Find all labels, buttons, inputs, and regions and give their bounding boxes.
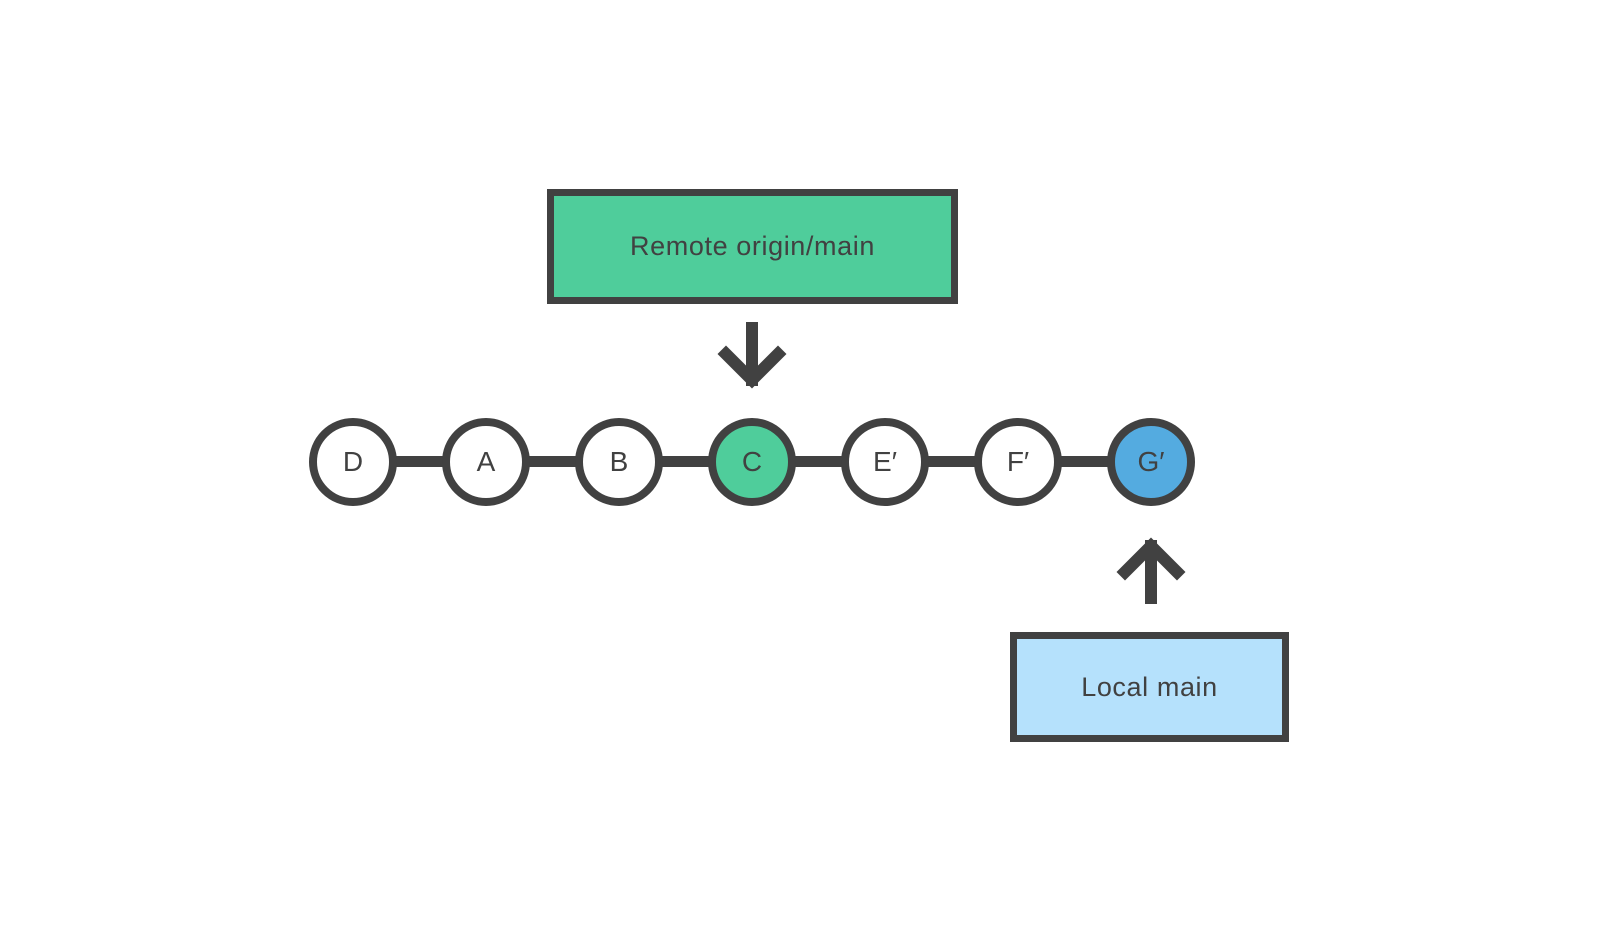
commit-label: F′	[1006, 446, 1030, 477]
local-branch-label-box: Local main	[1010, 632, 1289, 742]
commit-label: D	[342, 446, 364, 477]
arrow-up-icon	[1116, 537, 1186, 604]
commit-node-e-prime: E′	[841, 418, 929, 506]
commit-node-g-prime: G′	[1107, 418, 1195, 506]
commit-node-f-prime: F′	[974, 418, 1062, 506]
commit-label: B	[609, 446, 629, 477]
remote-branch-label: Remote origin/main	[630, 231, 875, 261]
commit-node-d: D	[309, 418, 397, 506]
commit-node-b: B	[575, 418, 663, 506]
commit-node-a: A	[442, 418, 530, 506]
commit-label: C	[741, 446, 763, 477]
commit-label: A	[476, 446, 496, 477]
commit-label: G′	[1137, 446, 1165, 477]
remote-branch-label-box: Remote origin/main	[547, 189, 958, 304]
commit-node-c: C	[708, 418, 796, 506]
arrow-down-icon	[717, 322, 787, 389]
commit-label: E′	[873, 446, 897, 477]
local-branch-label: Local main	[1081, 671, 1218, 702]
